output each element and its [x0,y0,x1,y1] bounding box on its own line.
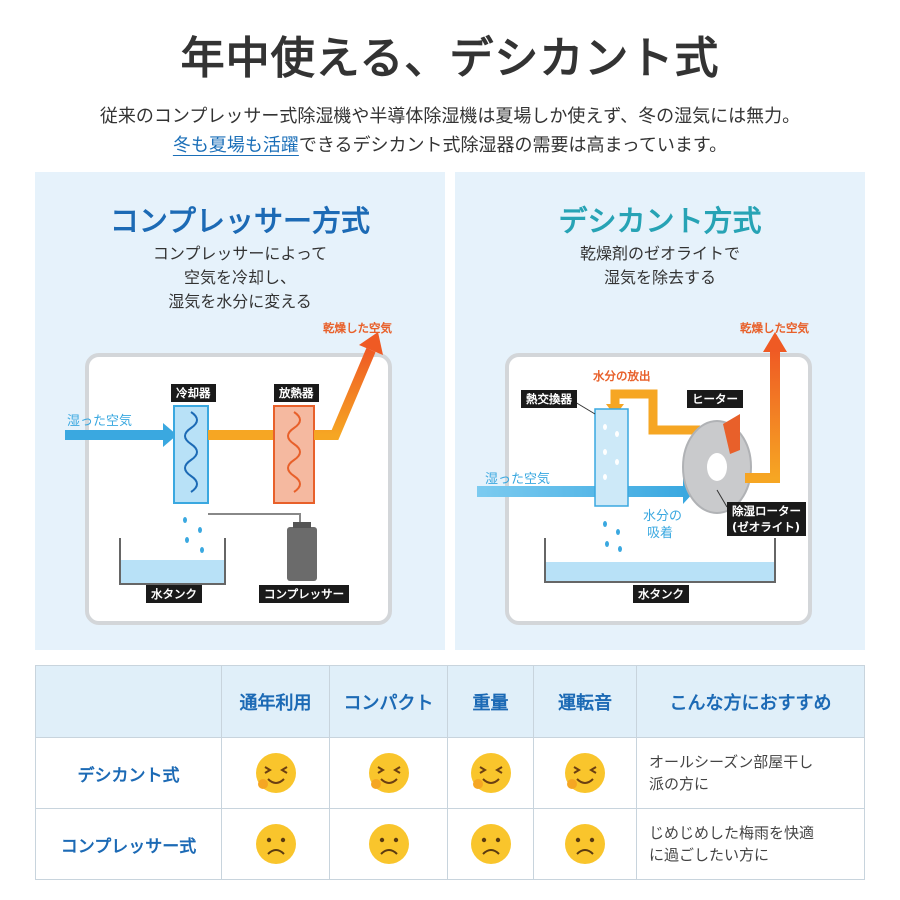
desiccant-method-panel: デシカント方式 乾燥剤のゼオライトで 湿気を除去する [455,172,865,650]
note-line: じめじめした梅雨を快適 [649,824,815,842]
table-header-cell [35,665,222,738]
sad-face-icon [368,824,409,864]
wet-air-arrow [65,430,165,440]
moisture-absorb-label: 吸着 [647,526,674,541]
recommendation-cell: オールシーズン部屋干し 派の方に [636,737,865,809]
note-line: に過ごしたい方に [649,846,770,864]
water-droplets [183,517,204,553]
water-tank-label: 水タンク [146,585,202,603]
desiccant-method-title: デシカント方式 [558,204,762,238]
moisture-release-label: 水分の放出 [593,369,651,383]
desc-line: 空気を冷却し、 [183,268,296,287]
water-tank-label: 水タンク [633,585,689,603]
radiator-coil [287,411,301,493]
dry-air-arrow [745,350,780,483]
rating-cell [533,808,637,880]
desc-line: コンプレッサーによって [152,244,328,263]
sad-face-icon [470,824,511,864]
intro-line-1: 従来のコンプレッサー式除湿機や半導体除湿機は夏場しか使えず、冬の湿気には無力。 [99,106,801,127]
table-header-cell: 通年利用 [221,665,330,738]
compressor-diagram [65,332,392,625]
wet-air-label: 湿った空気 [67,414,133,429]
rating-cell [447,808,534,880]
intro-line-2-rest: できるデシカント式除湿器の需要は高まっています。 [298,135,728,156]
compressor-method-title: コンプレッサー方式 [109,204,371,238]
radiator-unit [273,405,315,504]
heat-exchanger-unit [594,408,629,507]
table-header-cell: コンパクト [329,665,448,738]
heat-exchanger-droplets [603,424,619,480]
wet-air-label: 湿った空気 [485,472,551,487]
table-header-cell: こんな方におすすめ [636,665,865,738]
rotor-leader [716,489,728,508]
water-tank-outline [119,538,226,585]
table-row: コンプレッサー式 じめじめした梅雨を快適 に過ごしたい方に [35,808,865,880]
wet-air-arrow [477,486,685,497]
table-header-row: 通年利用 コンパクト 重量 運転音 こんな方におすすめ [35,665,865,738]
comparison-table: 通年利用 コンパクト 重量 運転音 こんな方におすすめ デシカント式 オールシー… [35,665,865,880]
radiator-label: 放熱器 [274,384,319,402]
desc-line: 湿気を除去する [603,268,716,287]
moisture-release-path [610,389,700,435]
happy-face-icon [368,753,409,793]
intro-line-2: 冬も夏場も活躍できるデシカント式除湿器の需要は高まっています。 [0,131,900,160]
note-line: オールシーズン部屋干し [649,753,814,771]
dry-air-arrow-head [359,332,383,355]
cooler-label: 冷却器 [171,384,216,402]
rotor-label-line: 除湿ローター [732,504,801,518]
rating-cell [533,737,637,809]
rating-cell [329,808,448,880]
dry-air-arrow-head [763,332,787,352]
cooler-coil [184,411,198,493]
water-tank-outline [544,538,776,583]
heater-element [723,414,740,454]
table-header-cell: 運転音 [533,665,637,738]
water-droplets [603,521,622,552]
note-line: 派の方に [649,775,710,793]
compressor-label: コンプレッサー [259,585,350,603]
intro-text: 従来のコンプレッサー式除湿機や半導体除湿機は夏場しか使えず、冬の湿気には無力。 … [0,102,900,160]
desc-line: 乾燥剤のゼオライトで [579,244,740,263]
row-label: デシカント式 [35,737,222,809]
intro-highlight-link[interactable]: 冬も夏場も活躍 [172,135,299,156]
water-level [546,562,774,581]
recommendation-cell: じめじめした梅雨を快適 に過ごしたい方に [636,808,865,880]
happy-face-icon [565,753,605,793]
moisture-absorb-label: 水分の [643,509,683,524]
rotor-label: 除湿ローター (ゼオライト) [727,502,806,536]
desiccant-method-desc: 乾燥剤のゼオライトで 湿気を除去する [455,242,865,290]
dry-air-label: 乾燥した空気 [323,321,392,335]
rating-cell [447,737,534,809]
page-title: 年中使える、デシカント式 [180,33,720,84]
table-header-cell: 重量 [447,665,534,738]
heater-label: ヒーター [687,390,743,408]
dry-air-arrow [314,348,376,440]
compressor-unit [287,527,317,581]
sad-face-icon [565,824,605,864]
dry-air-label: 乾燥した空気 [740,321,809,335]
compressor-method-desc: コンプレッサーによって 空気を冷却し、 湿気を水分に変える [35,242,445,314]
table-row: デシカント式 オールシーズン部屋干し 派の方に [35,737,865,809]
desc-line: 湿気を水分に変える [168,292,312,311]
air-flow-middle [208,430,274,440]
desiccant-diagram [477,332,812,625]
rating-cell [329,737,448,809]
sad-face-icon [255,824,296,864]
compressor-top [293,522,311,528]
cooler-unit [173,405,209,504]
happy-face-icon [255,753,296,793]
heat-exchanger-label: 熱交換器 [521,390,577,408]
rotor-label-line: (ゼオライト) [732,520,801,534]
happy-face-icon [470,753,511,793]
rating-cell [221,808,330,880]
rating-cell [221,737,330,809]
water-level [121,560,224,583]
row-label: コンプレッサー式 [35,808,222,880]
rotor-hole [707,453,727,481]
wet-air-arrow-head [163,423,177,447]
compressor-method-panel: コンプレッサー方式 コンプレッサーによって 空気を冷却し、 湿気を水分に変える [35,172,445,650]
